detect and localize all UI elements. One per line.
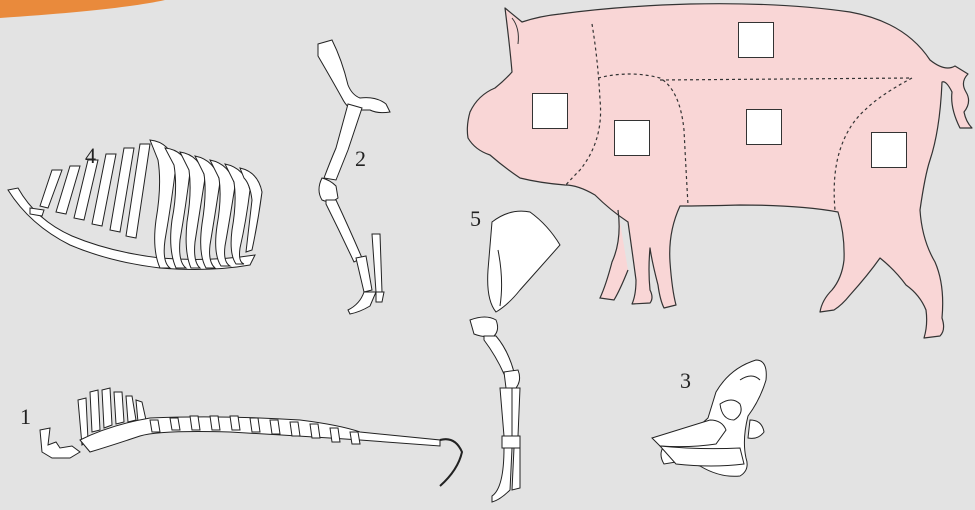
- label-hind-leg: 2: [355, 148, 366, 170]
- corner-banner: [0, 0, 165, 18]
- spine-skeleton: [40, 388, 462, 486]
- answer-box-ham[interactable]: [871, 132, 907, 168]
- skull-skeleton: [652, 360, 766, 476]
- pig-silhouette: [467, 4, 972, 338]
- label-skull: 3: [680, 370, 691, 392]
- answer-box-belly[interactable]: [746, 109, 782, 145]
- hind-leg-skeleton: [318, 40, 390, 314]
- pig-front-leg-line: [600, 210, 628, 300]
- label-spine: 1: [20, 406, 31, 428]
- ribcage-skeleton: [8, 140, 262, 269]
- label-front-leg: 5: [470, 208, 481, 230]
- answer-box-loin[interactable]: [738, 22, 774, 58]
- answer-box-shoulder[interactable]: [614, 120, 650, 156]
- answer-box-head[interactable]: [532, 93, 568, 129]
- label-ribcage: 4: [85, 145, 96, 167]
- front-leg-skeleton: [470, 211, 560, 502]
